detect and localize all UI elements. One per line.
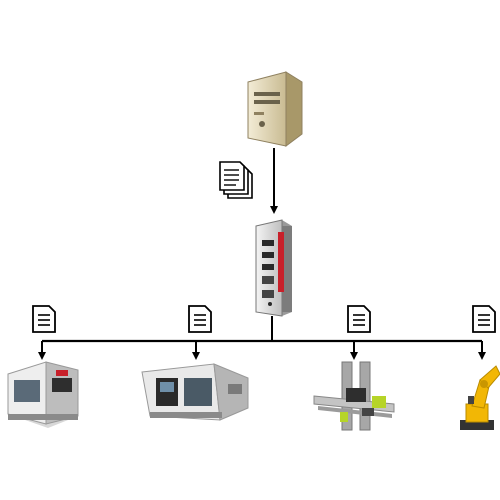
document-icon [188,305,212,333]
cnc-lathe-icon [141,363,249,421]
robot-arm-icon [460,365,500,430]
gantry-rail-icon [313,361,395,431]
machining-center-icon [7,361,79,428]
document-stack-icon [219,161,253,199]
controller-icon [255,219,292,317]
document-icon [472,305,496,333]
document-icon [32,305,56,333]
document-icon [347,305,371,333]
server-icon [247,71,303,147]
